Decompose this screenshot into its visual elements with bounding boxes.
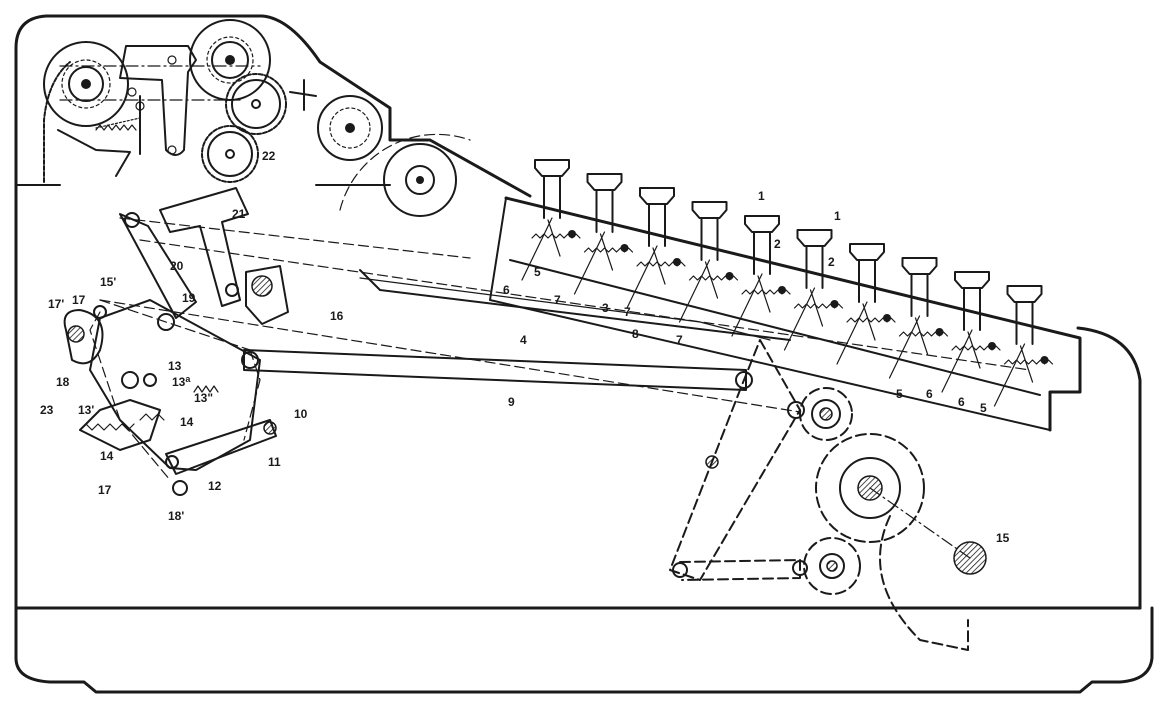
label-5b: 5 <box>896 387 903 401</box>
label-13a: 13a <box>172 374 191 389</box>
label-7a: 7 <box>554 293 561 307</box>
rack-21 <box>159 187 249 307</box>
label-2a: 2 <box>774 237 781 251</box>
label-21: 21 <box>232 207 246 221</box>
label-3: 3 <box>602 301 609 315</box>
label-5c: 5 <box>980 401 987 415</box>
label-8: 8 <box>632 327 639 341</box>
label-6a: 6 <box>503 283 510 297</box>
link-9 <box>243 349 747 391</box>
lower-mechanism <box>63 187 753 496</box>
key <box>941 271 1001 393</box>
spring-upper <box>95 124 137 131</box>
key <box>731 215 791 337</box>
key-carriage <box>99 159 1082 432</box>
label-16: 16 <box>330 309 344 323</box>
gear-22 <box>201 125 259 183</box>
label-18: 18 <box>56 375 70 389</box>
key-row <box>521 159 1054 407</box>
label-13pp: 13" <box>194 391 213 405</box>
label-22: 22 <box>262 149 276 163</box>
key <box>993 285 1054 407</box>
label-7b: 7 <box>624 305 631 319</box>
key <box>573 173 634 295</box>
label-17p: 17' <box>48 297 64 311</box>
lever-frame-13 <box>89 299 261 471</box>
label-4: 4 <box>520 333 527 347</box>
label-9: 9 <box>508 395 515 409</box>
roller-key-carriage <box>339 133 471 217</box>
label-23: 23 <box>40 403 54 417</box>
lever-upper-center <box>119 45 197 156</box>
key <box>888 257 949 379</box>
label-2b: 2 <box>828 255 835 269</box>
machine-housing <box>14 14 1154 694</box>
labels: 1 1 2 2 3 4 5 5 5 6 6 6 7 7 7 8 9 10 11 … <box>40 149 1010 545</box>
label-12: 12 <box>208 479 222 493</box>
label-6c: 6 <box>958 395 965 409</box>
label-20: 20 <box>170 259 184 273</box>
key <box>783 229 844 351</box>
label-15: 15 <box>996 531 1010 545</box>
arm-11 <box>165 419 277 475</box>
label-6b: 6 <box>926 387 933 401</box>
key <box>678 201 739 323</box>
label-19: 19 <box>182 291 196 305</box>
label-1b: 1 <box>834 209 841 223</box>
label-11: 11 <box>268 455 281 469</box>
label-7c: 7 <box>676 333 683 347</box>
label-15p: 15' <box>100 275 116 289</box>
label-14a: 14 <box>180 415 194 429</box>
key <box>626 187 686 309</box>
gear-middle <box>225 73 287 135</box>
swing-arm <box>669 339 801 581</box>
sector-14 <box>79 399 161 451</box>
label-10: 10 <box>294 407 308 421</box>
gear-left-large <box>43 41 129 127</box>
cam-18 <box>63 309 104 365</box>
label-13: 13 <box>168 359 182 373</box>
label-17: 17 <box>72 293 86 307</box>
label-1a: 1 <box>758 189 765 203</box>
roller-top <box>317 95 383 161</box>
drive-assembly <box>669 339 987 651</box>
label-14b: 14 <box>100 449 114 463</box>
upper-gear-train <box>43 19 317 183</box>
label-5a: 5 <box>534 265 541 279</box>
key <box>521 159 581 281</box>
label-17b: 17 <box>98 483 112 497</box>
label-13p: 13' <box>78 403 94 417</box>
key <box>836 243 896 365</box>
label-18p: 18' <box>168 509 184 523</box>
